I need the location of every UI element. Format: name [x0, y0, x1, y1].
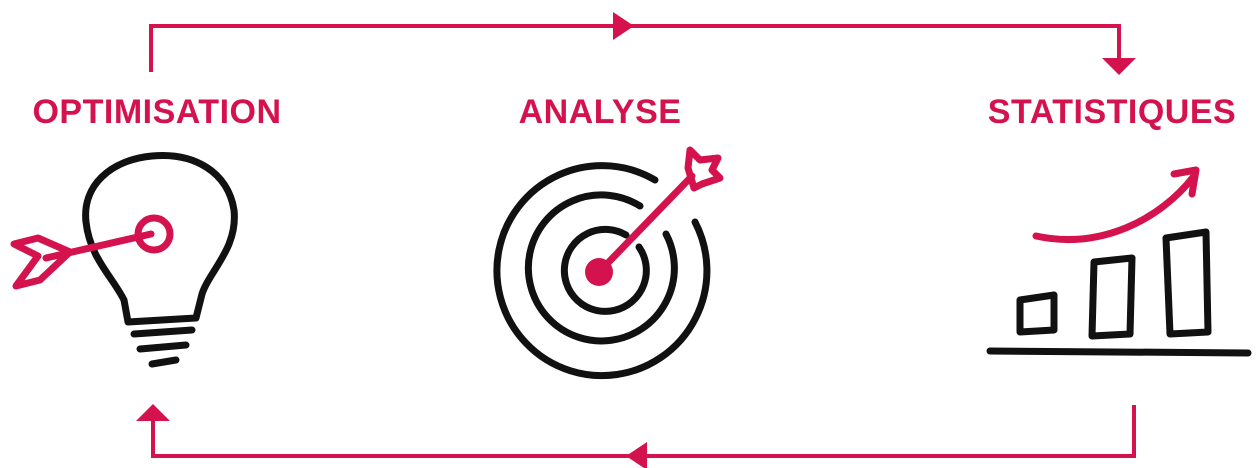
target-ring-inner	[560, 225, 650, 315]
target-arrow-fletching	[684, 146, 724, 192]
top-flow-midpoint-arrow-icon	[613, 12, 634, 40]
step-label-analyse: ANALYSE	[518, 93, 682, 131]
bar-chart-growth-icon	[986, 166, 1252, 357]
target-arrow-icon	[493, 146, 724, 380]
step-label-optimisation: OPTIMISATION	[32, 93, 282, 131]
lightbulb-bulb	[82, 152, 238, 326]
top-flow-end-arrow-icon	[1102, 58, 1136, 75]
target-ring-outer	[493, 162, 711, 380]
step-label-statistiques: STATISTIQUES	[987, 93, 1237, 131]
top-flow-line	[149, 24, 1121, 72]
chart-baseline	[986, 347, 1252, 357]
target-ring-middle	[524, 191, 678, 345]
chart-bar-2	[1088, 254, 1136, 340]
lightbulb-base-line-1	[130, 326, 196, 338]
target-arrow-shaft	[599, 172, 696, 272]
bottom-flow-end-arrow-icon	[136, 404, 170, 421]
top-flow-connector	[149, 24, 1121, 72]
lightbulb-target-icon	[10, 152, 238, 368]
chart-bar-3	[1162, 228, 1212, 338]
chart-bar-1	[1016, 291, 1058, 336]
bottom-flow-midpoint-arrow-icon	[626, 442, 647, 468]
growth-arrow-curve	[1032, 172, 1198, 243]
lightbulb-arrow-fletching	[10, 234, 74, 290]
lightbulb-base-line-2	[136, 341, 190, 353]
growth-arrow-head	[1170, 166, 1200, 198]
lightbulb-base-line-3	[148, 356, 180, 368]
